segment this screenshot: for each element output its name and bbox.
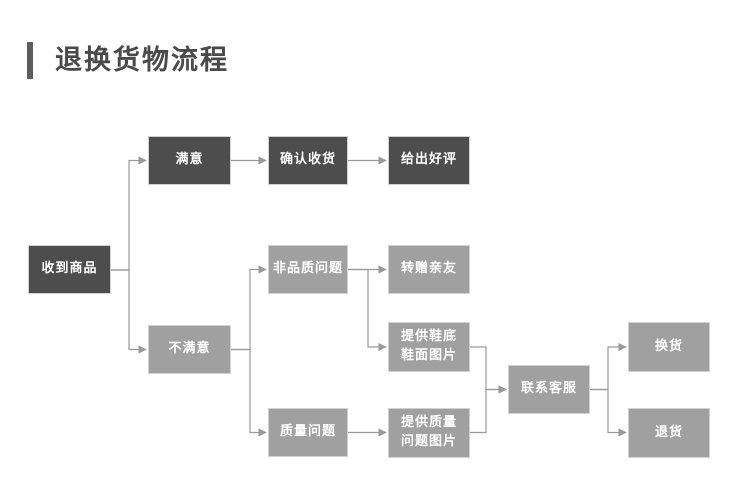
edge-solephotos-contactservice [470, 346, 507, 394]
page-title-text: 退换货物流程 [55, 44, 229, 76]
node-provide-quality-photos[interactable]: 提供质量 问题图片 [388, 408, 470, 458]
node-confirm-receipt[interactable]: 确认收货 [268, 136, 348, 185]
node-gift-to-friend[interactable]: 转赠亲友 [388, 245, 470, 294]
edge-unsatisfied-quality [231, 348, 267, 437]
node-quality-issue[interactable]: 质量问题 [268, 408, 348, 457]
edge-unsatisfied-nonquality [231, 265, 267, 351]
edge-received-satisfied [111, 156, 147, 271]
edge-qualityphotos-contactservice [470, 385, 507, 434]
title-accent-bar [27, 41, 33, 79]
node-provide-sole-photos[interactable]: 提供鞋底 鞋面图片 [388, 322, 470, 372]
node-return[interactable]: 退货 [628, 408, 710, 458]
node-exchange[interactable]: 换货 [628, 322, 710, 372]
page-title: 退换货物流程 [27, 38, 229, 82]
edge-nonquality-solephotos [348, 268, 387, 352]
node-satisfied[interactable]: 满意 [148, 136, 231, 185]
node-non-quality-issue[interactable]: 非品质问题 [268, 245, 348, 294]
edge-received-unsatisfied [111, 269, 147, 354]
edge-contactservice-exchange [590, 342, 627, 391]
node-contact-service[interactable]: 联系客服 [508, 365, 590, 414]
node-good-review[interactable]: 给出好评 [388, 136, 470, 185]
node-received[interactable]: 收到商品 [28, 245, 111, 294]
node-unsatisfied[interactable]: 不满意 [148, 325, 231, 374]
edge-contactservice-return [590, 388, 627, 437]
